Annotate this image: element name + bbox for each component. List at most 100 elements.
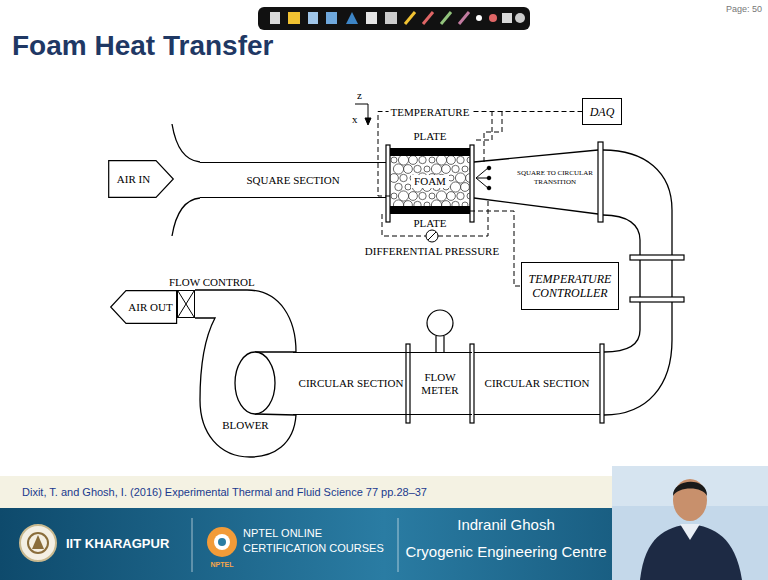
axis-label-holder: x xyxy=(352,112,358,126)
foam-cell xyxy=(467,157,470,163)
plate-bottom: PLATE xyxy=(390,206,470,230)
coordinate-axes xyxy=(365,118,371,125)
iit-logo xyxy=(20,525,56,561)
edge-label: TEMPERATURE xyxy=(389,105,472,118)
toolbar xyxy=(423,12,433,24)
toolbar xyxy=(476,15,482,21)
thermocouple-probe xyxy=(476,166,491,190)
institute-name-holder: IIT KHARAGPUR xyxy=(66,536,169,552)
foam-cell xyxy=(409,192,418,201)
duct-outline xyxy=(172,124,200,162)
foam-cell xyxy=(429,193,435,199)
signal-wire xyxy=(474,111,502,162)
inlet-arrow-text: AIR IN xyxy=(117,173,150,186)
duct-outline xyxy=(172,198,200,236)
foam-cell xyxy=(395,183,402,190)
gauge-label-holder: DIFFERENTIAL PRESSURE xyxy=(365,244,499,258)
toolbar xyxy=(326,12,337,24)
flow-meter-gauge xyxy=(443,336,444,352)
duct-outline xyxy=(172,124,672,415)
valve-cross xyxy=(178,291,194,317)
valve-box xyxy=(177,290,195,318)
iit-logo xyxy=(32,535,44,549)
outlet-arrow-text: AIR OUT xyxy=(128,301,172,314)
toolbar xyxy=(366,12,377,24)
foam-cell xyxy=(467,193,470,199)
foam-cell xyxy=(448,175,454,181)
toolbar xyxy=(385,12,397,24)
valve-cross xyxy=(178,291,194,317)
flow-meter-gauge xyxy=(427,310,453,336)
foam-cell xyxy=(431,164,441,174)
foam-cell xyxy=(391,157,397,163)
foam-cell xyxy=(436,191,446,201)
foam-cell xyxy=(409,156,418,164)
slide-title: Foam Heat Transfer xyxy=(12,30,273,61)
department-name: Cryogenic Engineering Centre xyxy=(406,543,607,561)
flow-meter-gauge xyxy=(435,336,436,352)
institute-name: IIT KHARAGPUR xyxy=(66,536,169,552)
citation-caption: Dixit, T. and Ghosh, I. (2016) Experimen… xyxy=(22,485,427,499)
square-duct: SQUARE SECTION xyxy=(200,162,386,198)
thermocouple-probe xyxy=(476,178,488,188)
foam-cell xyxy=(442,165,451,174)
daq-box: DAQ xyxy=(582,98,622,125)
iit-logo xyxy=(28,533,48,553)
foam-cell xyxy=(452,165,459,172)
page-number: Page: 50 xyxy=(726,3,762,15)
foam-cell xyxy=(424,166,430,172)
pressure-tap xyxy=(382,200,488,242)
pressure-tap xyxy=(426,230,438,242)
blower-housing: BLOWER xyxy=(195,285,296,460)
gauge-label: DIFFERENTIAL PRESSURE xyxy=(365,244,499,258)
toolbar xyxy=(515,13,525,23)
signal-wire xyxy=(474,111,492,140)
flow-control-valve: FLOW CONTROL xyxy=(167,276,261,320)
foam-cell xyxy=(390,174,398,183)
blower-housing-text: BLOWER xyxy=(195,419,296,432)
foam-cell xyxy=(469,164,470,174)
foam-cell xyxy=(414,165,421,172)
valve-cross xyxy=(178,291,194,317)
foam-block: FOAM xyxy=(390,156,470,206)
iit-logo xyxy=(20,525,56,561)
flow-meter-gauge xyxy=(427,310,453,352)
foam-cell xyxy=(461,183,470,192)
toolbar xyxy=(258,7,530,30)
arrow-shape xyxy=(109,161,174,198)
axis-label-holder: z xyxy=(357,88,362,102)
flange xyxy=(386,142,684,423)
foam-block-text: FOAM xyxy=(411,175,449,188)
plate-bar xyxy=(390,206,470,214)
foam-cell xyxy=(429,157,435,163)
signal-wire xyxy=(484,111,502,162)
toolbar xyxy=(288,12,300,24)
outlet-arrow: AIR OUT xyxy=(110,290,177,324)
foam-cell xyxy=(457,156,464,163)
course-banner-holder: NPTEL ONLINE CERTIFICATION COURSES xyxy=(243,526,393,556)
toolbar xyxy=(258,7,530,30)
blower-scroll xyxy=(195,290,296,457)
foam-cell xyxy=(457,192,464,199)
presenter-video xyxy=(612,466,768,580)
foam-cell xyxy=(398,191,408,201)
foam-cell xyxy=(391,193,397,199)
flange xyxy=(598,142,603,222)
toolbar xyxy=(270,12,280,24)
foam-cell xyxy=(462,166,468,172)
nptel-logo xyxy=(207,527,237,557)
circular-duct: CIRCULAR SECTION xyxy=(293,352,410,415)
daq-box-text: DAQ xyxy=(590,105,615,119)
edge-label-holder: TEMPERATURE xyxy=(389,105,472,118)
foam-cell xyxy=(404,165,413,174)
toolbar xyxy=(459,12,469,24)
foam-cell xyxy=(393,164,403,174)
foam-cell xyxy=(447,192,456,201)
toolbar xyxy=(308,12,318,24)
transition-duct-text: SQUARE TO CIRCULAR TRANSITION xyxy=(515,169,595,186)
square-duct-text: SQUARE SECTION xyxy=(246,174,339,187)
course-banner: NPTEL ONLINE CERTIFICATION COURSES xyxy=(243,526,393,556)
flow-control-valve-text: FLOW CONTROL xyxy=(169,276,261,288)
